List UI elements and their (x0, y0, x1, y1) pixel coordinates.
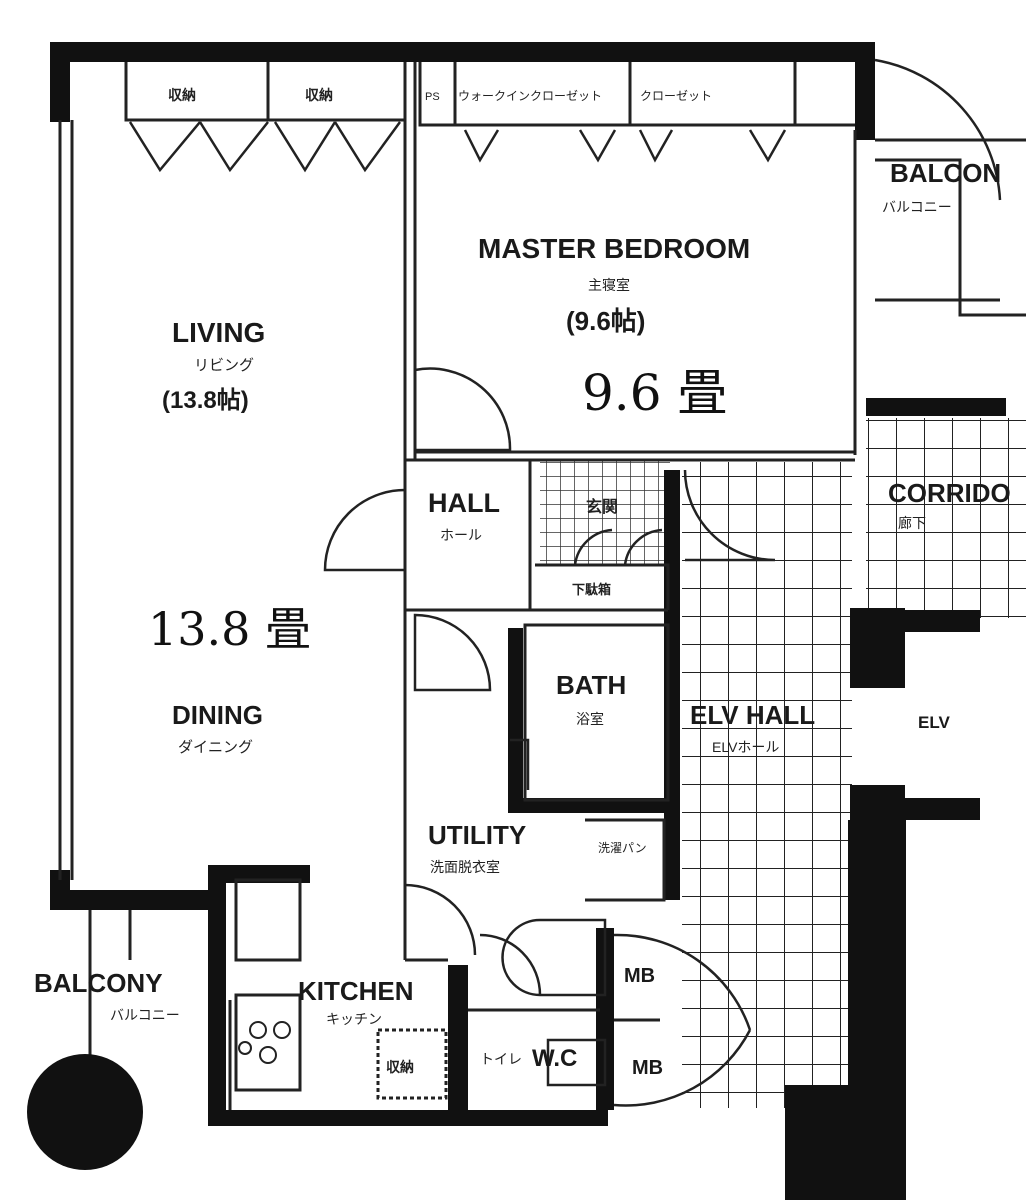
balcony-left-jp-label: バルコニー (110, 1007, 180, 1023)
labels: 収納 収納 PS ウォークインクローゼット クローゼット LIVING リビング… (34, 87, 1011, 1079)
interior-lines (58, 62, 1026, 1110)
elv-hall-label: ELV HALL (690, 700, 815, 730)
bath-label: BATH (556, 670, 626, 700)
closet-label-1: 収納 (168, 87, 196, 103)
shoe-cabinet-label: 下駄箱 (572, 582, 611, 597)
mb-label-1: MB (624, 965, 655, 987)
living-mat-label: 13.8 畳 (148, 602, 311, 656)
corridor-floor (866, 418, 1026, 618)
utility-label: UTILITY (428, 820, 526, 850)
walk-in-closet-label: ウォークインクローゼット (458, 89, 602, 103)
master-bedroom-size-label: (9.6帖) (566, 306, 645, 336)
walls (50, 42, 1006, 1200)
dining-label: DINING (172, 700, 263, 730)
hall-jp-label: ホール (440, 527, 482, 543)
ps-label: PS (425, 91, 440, 103)
closet-doors (128, 121, 787, 173)
kitchen-jp-label: キッチン (326, 1011, 382, 1027)
master-bedroom-label: MASTER BEDROOM (478, 233, 750, 264)
corridor-jp-label: 廊下 (898, 515, 926, 531)
kitchen-label: KITCHEN (298, 976, 414, 1006)
hall-label: HALL (428, 488, 500, 518)
entrance-floor (540, 460, 670, 565)
elv-hall-floor (682, 462, 852, 1108)
master-bedroom-mat-label: 9.6 畳 (582, 364, 727, 422)
closet-label-2: 収納 (305, 87, 333, 103)
door-swings (323, 58, 1002, 1107)
dining-jp-label: ダイニング (178, 739, 253, 756)
toilet-jp-label: トイレ (480, 1051, 522, 1067)
master-bedroom-jp-label: 主寝室 (588, 277, 630, 293)
living-label: LIVING (172, 317, 265, 348)
elv-hall-jp-label: ELVホール (712, 739, 779, 755)
entrance-label: 玄関 (586, 497, 618, 516)
kitchen-storage-label: 収納 (386, 1059, 414, 1075)
mb-label-2: MB (632, 1057, 663, 1079)
utility-jp-label: 洗面脱衣室 (430, 859, 500, 875)
balcony-left-label: BALCONY (34, 968, 163, 998)
balcony-right-jp-label: バルコニー (882, 199, 952, 215)
closet-label-5: クローゼット (640, 89, 712, 103)
balcony-right-label: BALCON (890, 158, 1001, 188)
living-size-label: (13.8帖) (162, 387, 249, 414)
living-jp-label: リビング (194, 357, 254, 374)
elv-label: ELV (918, 713, 950, 732)
stove-icon (238, 1021, 291, 1064)
wc-label: W.C (532, 1045, 577, 1072)
column (27, 1054, 143, 1170)
bath-jp-label: 浴室 (576, 711, 604, 727)
corridor-label: CORRIDO (888, 478, 1011, 508)
washer-pan-label: 洗濯パン (598, 841, 647, 855)
